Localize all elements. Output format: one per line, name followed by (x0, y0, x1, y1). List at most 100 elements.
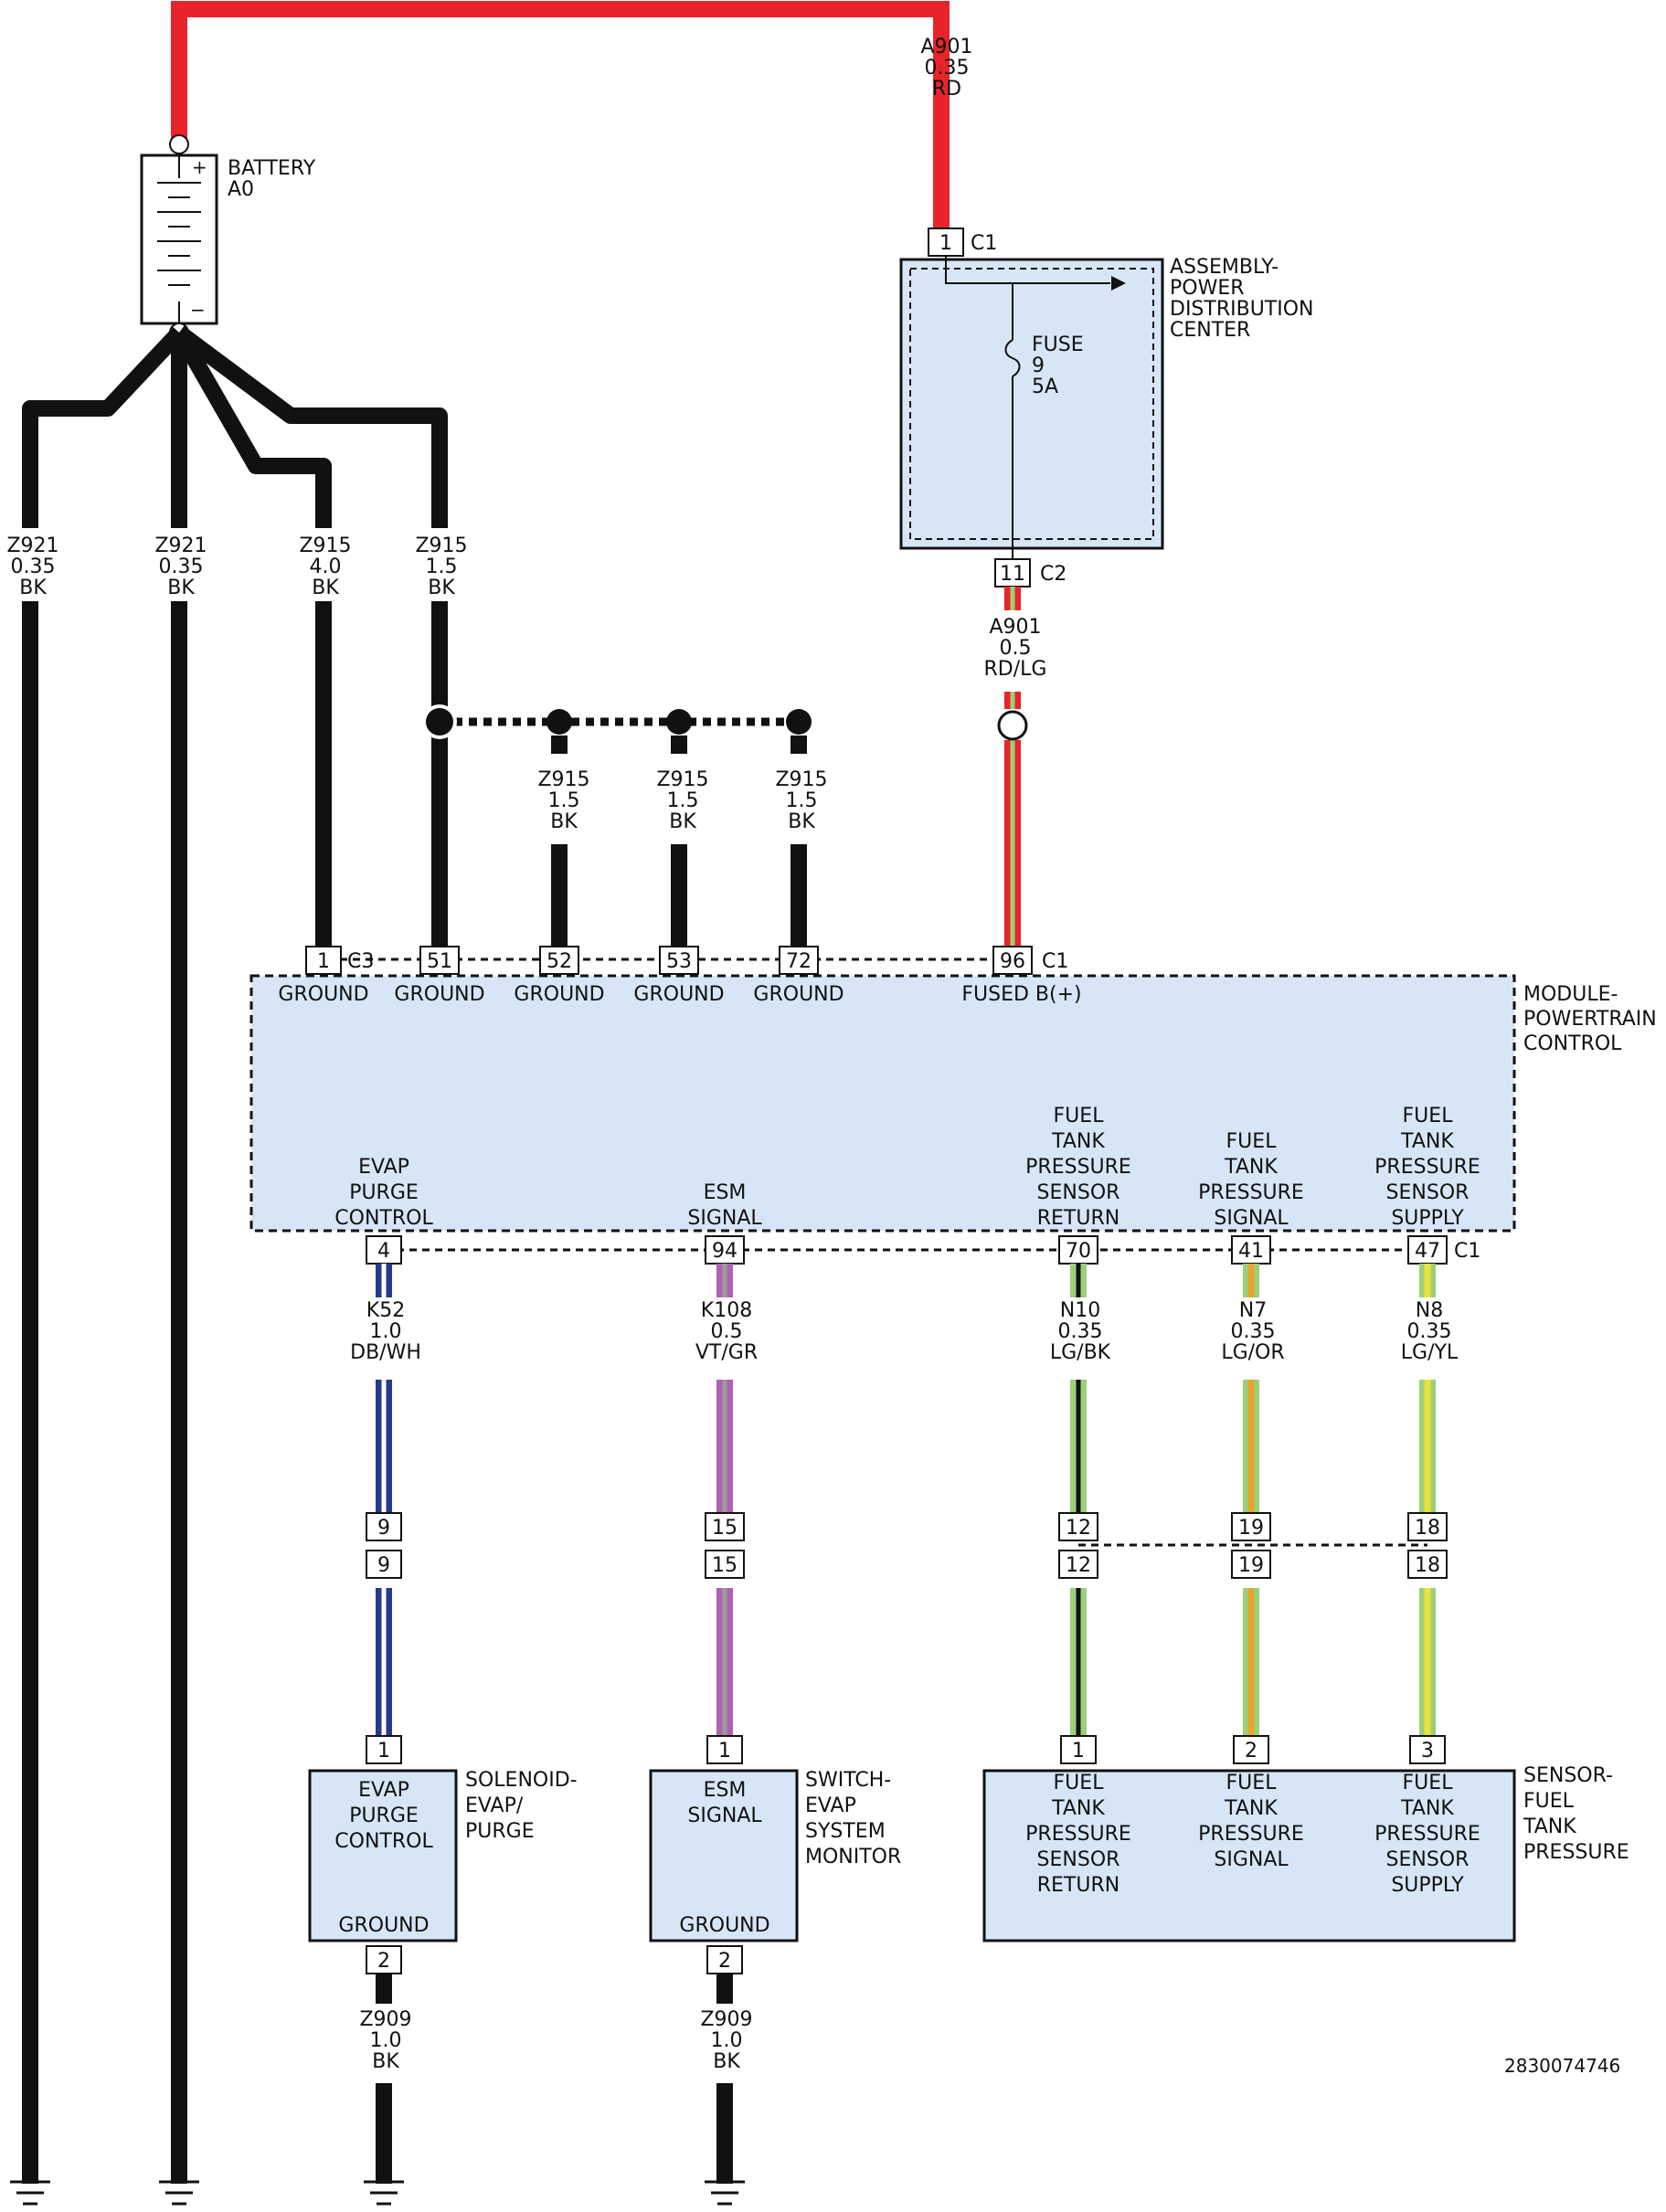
ground-wire-gauge: 0.35 (11, 556, 56, 578)
splice-wire-color: BK (788, 810, 815, 833)
inline-pin-18-b: 18 (1415, 1554, 1440, 1577)
wire-z909-solenoid-label: Z909 1.0 BK (359, 2008, 411, 2073)
label-line: PRESSURE (1025, 1156, 1131, 1179)
pcm-pin-96: 96 (1000, 950, 1025, 973)
solenoid-func-line2: PURGE (349, 1805, 419, 1827)
label-line: PURGE (349, 1181, 419, 1204)
wire-color: DB/WH (350, 1341, 421, 1364)
splice-wire-color: BK (669, 810, 696, 833)
wire-color: LG/YL (1401, 1341, 1459, 1364)
battery-plus-label: + (192, 156, 207, 178)
fuel-tank-pressure-sensor: 1 2 3 FUEL TANK PRESSURE SENSOR RETURN F… (982, 1735, 1629, 1942)
pcm-c1-bottom-label: C1 (1454, 1240, 1480, 1263)
label-line: PRESSURE (1025, 1823, 1131, 1846)
inline-pin-18-a: 18 (1415, 1517, 1440, 1540)
wire-a901-fused-color: RD/LG (984, 658, 1047, 681)
sensor-label-signal: FUEL TANK PRESSURE SIGNAL (1198, 1772, 1304, 1871)
ground-symbol-2 (159, 2180, 199, 2206)
label-line: FUEL (1403, 1105, 1454, 1127)
inline-pin-19-b: 19 (1238, 1554, 1264, 1577)
splice-wire-color: BK (550, 810, 578, 833)
label-line: SIGNAL (1214, 1207, 1289, 1230)
wire-n7-label: N7 0.35 LG/OR (1221, 1299, 1284, 1364)
splice-wire-3: Z915 1.5 BK (775, 768, 827, 833)
ground-wire-labels: Z921 0.35 BK Z921 0.35 BK Z915 4.0 BK Z9… (6, 534, 467, 599)
document-number: 2830074746 (1504, 2055, 1620, 2077)
solenoid-name-line1: SOLENOID- (465, 1769, 578, 1792)
wire-a901-fused-circuit: A901 (989, 616, 1041, 639)
label-line: SENSOR (1037, 1181, 1120, 1204)
pdc-out-pin: 11 (1000, 563, 1025, 586)
wire-gauge: 0.5 (711, 1320, 743, 1343)
wire-n8-label: N8 0.35 LG/YL (1401, 1299, 1459, 1364)
battery-name: BATTERY (228, 157, 316, 180)
ground-wire-gauge: 1.5 (426, 556, 458, 578)
powertrain-control-module: GROUND GROUND GROUND GROUND GROUND FUSED… (249, 974, 1657, 1233)
wire-a901-fused-gauge: 0.5 (1000, 637, 1032, 660)
sensor-pin-1: 1 (1072, 1740, 1085, 1762)
label-line: ESM (704, 1181, 747, 1204)
ground-symbol-3 (364, 2180, 404, 2206)
label-line: SENSOR (1386, 1848, 1470, 1871)
component-ground-wires: Z909 1.0 BK Z909 1.0 BK (359, 1974, 753, 2184)
label-line: PRESSURE (1198, 1181, 1304, 1204)
inline-pin-15-b: 15 (712, 1554, 737, 1577)
wire-gauge: 1.0 (370, 2029, 402, 2052)
wire-gauge: 1.0 (370, 1320, 402, 1343)
wire-gauge: 0.35 (1058, 1320, 1103, 1343)
label-line: SUPPLY (1391, 1874, 1464, 1897)
ground-wire-z915-a: Z915 4.0 BK (299, 534, 351, 599)
fuse-label: FUSE (1032, 333, 1084, 356)
ground-wire-gauge: 0.35 (159, 556, 204, 578)
label-line: PRESSURE (1198, 1823, 1304, 1846)
ground-symbol-1 (10, 2180, 50, 2206)
inline-pin-19-a: 19 (1238, 1517, 1264, 1540)
wire-z909-esm-label: Z909 1.0 BK (700, 2008, 752, 2073)
inline-connector: 9 9 15 15 12 12 19 19 18 18 (366, 1512, 1448, 1579)
label-line: PRESSURE (1374, 1823, 1480, 1846)
label-line: TANK (1051, 1797, 1105, 1820)
fuse-number: 9 (1032, 355, 1045, 377)
pcm-label-ground-51: GROUND (394, 983, 484, 1006)
solenoid-pin-1: 1 (377, 1740, 390, 1762)
label-line: FUEL (1054, 1105, 1105, 1127)
label-line: TANK (1051, 1130, 1105, 1153)
wire-gauge: 0.35 (1231, 1320, 1276, 1343)
label-line: SENSOR (1386, 1181, 1470, 1204)
splice-wire-circuit: Z915 (775, 768, 827, 791)
label-line: TANK (1400, 1797, 1454, 1820)
pcm-pin-4: 4 (377, 1240, 390, 1263)
pcm-label-esm-signal: ESM SIGNAL (687, 1181, 762, 1230)
solenoid-pin-2: 2 (377, 1950, 390, 1973)
battery: + − BATTERY A0 (140, 134, 316, 343)
splice-wire-1: Z915 1.5 BK (537, 768, 589, 833)
pdc-in-pin: 1 (939, 232, 952, 255)
pcm-name-line3: CONTROL (1523, 1032, 1622, 1055)
power-distribution-center: 1 C1 FUSE 9 5A ASSEMBLY- POWER DISTRIBUT… (899, 228, 1314, 587)
esm-name-line4: MONITOR (805, 1846, 901, 1868)
pcm-pin-41: 41 (1238, 1240, 1264, 1263)
label-line: PRESSURE (1374, 1156, 1480, 1179)
pcm-pin-94: 94 (712, 1240, 737, 1263)
pcm-pin-72: 72 (786, 950, 812, 973)
wire-gauge: 0.35 (1407, 1320, 1452, 1343)
pcm-pin-51: 51 (427, 950, 452, 973)
signal-wire-labels: K52 1.0 DB/WH K108 0.5 VT/GR N10 0.35 LG… (350, 1299, 1459, 1364)
sensor-name-line2: FUEL (1523, 1790, 1575, 1813)
label-line: SUPPLY (1391, 1207, 1464, 1230)
label-line: TANK (1224, 1156, 1278, 1179)
sensor-pin-3: 3 (1421, 1740, 1434, 1762)
pcm-name-line2: POWERTRAIN (1523, 1008, 1657, 1031)
wire-color: LG/BK (1050, 1341, 1111, 1364)
wire-circuit: Z909 (700, 2008, 752, 2031)
pcm-pin-53: 53 (666, 950, 692, 973)
pdc-name-line2: POWER (1170, 277, 1245, 300)
pcm-label-evap-purge-control: EVAP PURGE CONTROL (334, 1156, 433, 1230)
fuse-rating: 5A (1032, 376, 1058, 398)
splice-wire-2: Z915 1.5 BK (656, 768, 708, 833)
evap-purge-solenoid: 1 EVAP PURGE CONTROL GROUND SOLENOID- EV… (308, 1735, 578, 1974)
pcm-pin-1: 1 (317, 950, 330, 973)
wire-color: LG/OR (1221, 1341, 1284, 1364)
pcm-pin-47: 47 (1415, 1240, 1440, 1263)
ground-wire-color: BK (428, 577, 455, 599)
